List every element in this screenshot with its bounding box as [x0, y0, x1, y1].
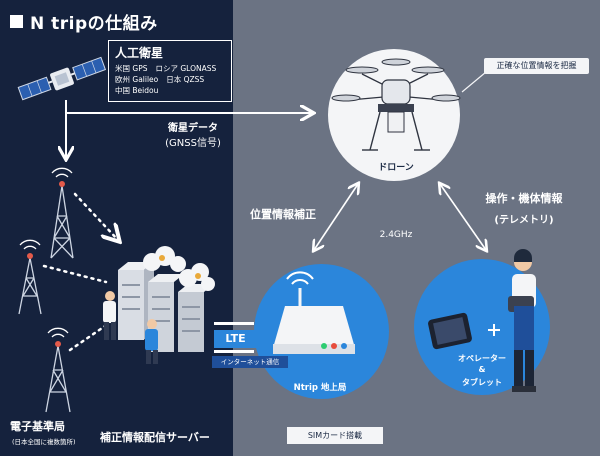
tower-2: [18, 239, 42, 315]
operator-icon: [508, 249, 536, 392]
satellite-info-box: 人工衛星 米国 GPS ロシア GLONASS 欧州 Galileo 日本 QZ…: [108, 40, 232, 102]
satellite-row: 米国 GPS ロシア GLONASS: [115, 63, 225, 74]
satellite-row: 欧州 Galileo 日本 QZSS: [115, 74, 225, 85]
ground-station-label: Ntrip 地上局: [293, 383, 347, 393]
telemetry-sub-label: (テレメトリ): [494, 215, 554, 226]
plus-icon: [488, 324, 500, 336]
lte-link-stripes: [214, 322, 254, 353]
operator-label-line2: &: [478, 365, 486, 374]
satellite-system: ロシア GLONASS: [155, 64, 217, 73]
satellite-system: 中国 Beidou: [115, 86, 159, 95]
accurate-position-callout: 正確な位置情報を把握: [484, 58, 589, 74]
page-title: N tripの仕組み: [30, 14, 158, 34]
lte-badge: LTE: [214, 330, 257, 348]
telemetry-title: 操作・機体情報: [485, 192, 563, 205]
sim-card-label: SIMカード搭載: [287, 427, 383, 444]
gnss-signal-arrows: [66, 100, 312, 158]
drone-link-arrows: [314, 184, 486, 250]
title-bar: N tripの仕組み: [10, 9, 158, 34]
satellite-row: 中国 Beidou: [115, 85, 225, 96]
tablet-icon: [428, 312, 472, 350]
operator-label-line3: タブレット: [462, 378, 502, 387]
frequency-label: 2.4GHz: [379, 230, 413, 240]
drone-label: ドローン: [378, 163, 414, 173]
satellite-system: 日本 QZSS: [166, 75, 205, 84]
tower-1: [50, 167, 74, 259]
gnss-signal-label: (GNSS信号): [165, 138, 221, 149]
title-square-icon: [10, 15, 23, 28]
router-icon: [273, 271, 355, 354]
satellite-title: 人工衛星: [115, 46, 164, 60]
tower-3: [45, 327, 71, 413]
satellite-system: 米国 GPS: [115, 64, 148, 73]
satellite-system: 欧州 Galileo: [115, 75, 159, 84]
reference-station-towers: [18, 167, 74, 413]
station-data-arrows: [42, 192, 118, 352]
callout-leader: [461, 71, 487, 93]
server-icon: [103, 246, 215, 364]
reference-station-sub-label: (日本全国に複数箇所): [12, 438, 76, 446]
reference-station-label: 電子基準局: [10, 420, 65, 433]
drone-icon: [331, 58, 461, 151]
operator-label-line1: オペレーター: [458, 354, 506, 363]
correction-server-label: 補正情報配信サーバー: [100, 431, 210, 444]
internet-badge: インターネット通信: [212, 356, 288, 368]
satellite-data-label: 衛星データ: [168, 123, 218, 134]
satellite-icon: [17, 56, 107, 101]
position-correction-label: 位置情報補正: [250, 208, 316, 221]
server-worker-icon: [103, 291, 158, 364]
